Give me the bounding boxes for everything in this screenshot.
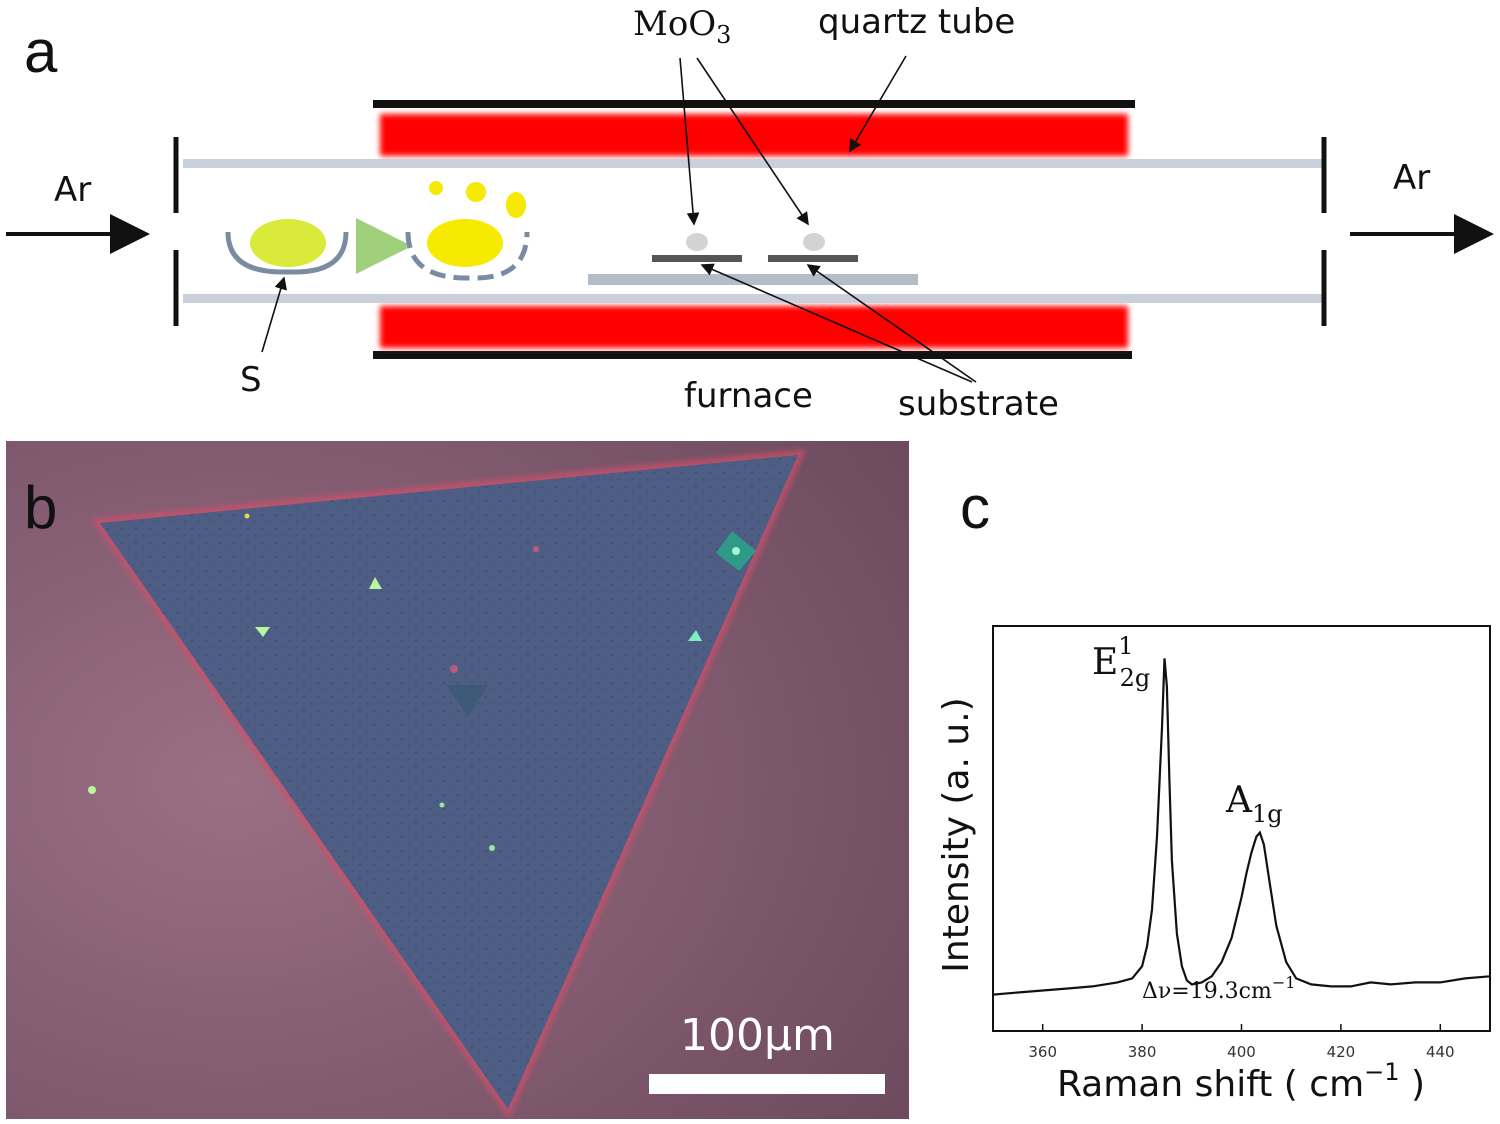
peak-label-a1g-base: A <box>1225 780 1253 821</box>
x-tick-label: 440 <box>1426 1043 1455 1061</box>
sulfur-vapor-source <box>427 219 503 267</box>
ar-inlet-label: Ar <box>54 170 92 210</box>
nucleation-site <box>255 627 270 637</box>
scale-bar <box>649 1074 885 1094</box>
surface-particle <box>88 786 96 794</box>
nucleation-site <box>688 630 702 641</box>
x-tick-label: 380 <box>1128 1043 1157 1061</box>
y-axis-label: Intensity (a. u.) <box>936 697 977 972</box>
peak-separation-label: Δν=19.3cm−1 <box>1142 973 1295 1004</box>
raman-spectrum-chart: 360 380 400 420 440 Intensity (a. u.) Raman … <box>936 625 1491 1105</box>
peak-separation-sup: −1 <box>1272 973 1296 992</box>
moo3-leader-left <box>679 57 700 226</box>
surface-particle <box>489 845 495 851</box>
sulfur-boat-dashed <box>405 231 530 281</box>
sulfur-label: S <box>240 360 262 400</box>
peak-label-a1g-sub: 1g <box>1252 800 1283 828</box>
panel-letter-b: b <box>24 474 58 541</box>
nucleation-site <box>369 577 382 589</box>
panel-letter-c: c <box>960 474 990 541</box>
moo3-powder-right <box>803 233 825 251</box>
sulfur-vapor-dot <box>429 181 443 195</box>
heater-bottom <box>380 306 1128 348</box>
raman-spectrum-line <box>992 658 1491 996</box>
quartz-tube-leader <box>849 55 907 153</box>
substrate-left <box>652 255 742 262</box>
substrate-leader-right <box>806 264 977 383</box>
moo3-leader-right <box>696 57 809 226</box>
panel-letter-a: a <box>24 18 58 85</box>
scale-bar-label: 100μm <box>680 1010 835 1061</box>
peak-label-e2g-sup: 1 <box>1118 632 1133 660</box>
moo3-powder-left <box>686 233 708 251</box>
peak-label-e2g: E1 2g <box>1092 632 1150 692</box>
sulfur-vapor-dot <box>506 192 526 218</box>
x-tick-label: 400 <box>1227 1043 1256 1061</box>
optical-micrograph <box>6 441 909 1119</box>
surface-particle <box>533 546 539 552</box>
substrate-holder <box>588 274 918 285</box>
heater-top <box>380 114 1128 156</box>
peak-label-a1g: A1g <box>1225 780 1283 828</box>
crystal-texture <box>100 455 798 1109</box>
x-tick-label: 360 <box>1028 1043 1057 1061</box>
x-tick-label: 420 <box>1327 1043 1356 1061</box>
plot-frame <box>992 625 1491 1032</box>
surface-particle <box>450 665 458 673</box>
x-axis-label-main: Raman shift ( cm <box>1057 1064 1364 1105</box>
sulfur-vapor-dot <box>466 182 486 202</box>
cvd-setup-diagram <box>6 55 1494 383</box>
quartz-tube-label: quartz tube <box>818 2 1016 42</box>
x-axis-label-sup: −1 <box>1364 1058 1399 1086</box>
moo3-label-sub: 3 <box>716 20 732 49</box>
substrate-label: substrate <box>898 384 1059 424</box>
peak-label-e2g-base: E <box>1092 642 1118 683</box>
surface-particle <box>439 802 445 808</box>
x-axis-ticks: 360 380 400 420 440 <box>1028 1024 1455 1061</box>
sulfur-source <box>250 219 326 267</box>
substrate-right <box>768 255 858 262</box>
sulfur-boat <box>225 231 349 275</box>
furnace-label: furnace <box>684 376 813 416</box>
peak-label-e2g-sub: 2g <box>1120 664 1151 692</box>
moo3-label: MoO3 <box>633 4 731 49</box>
x-axis-label: Raman shift ( cm−1 ) <box>1057 1058 1425 1105</box>
surface-particle <box>244 513 250 519</box>
ar-outlet-label: Ar <box>1393 158 1431 198</box>
x-axis-label-end: ) <box>1400 1064 1426 1105</box>
tube-top-wall <box>183 159 1325 168</box>
peak-separation-value: Δν=19.3cm <box>1142 979 1272 1004</box>
tube-bottom-wall <box>183 294 1325 303</box>
sulfur-leader <box>261 276 287 353</box>
substrate-leader-left <box>700 263 973 383</box>
bilayer-island <box>446 685 488 717</box>
nucleation-site <box>732 547 740 555</box>
moo3-label-base: MoO <box>633 4 717 44</box>
